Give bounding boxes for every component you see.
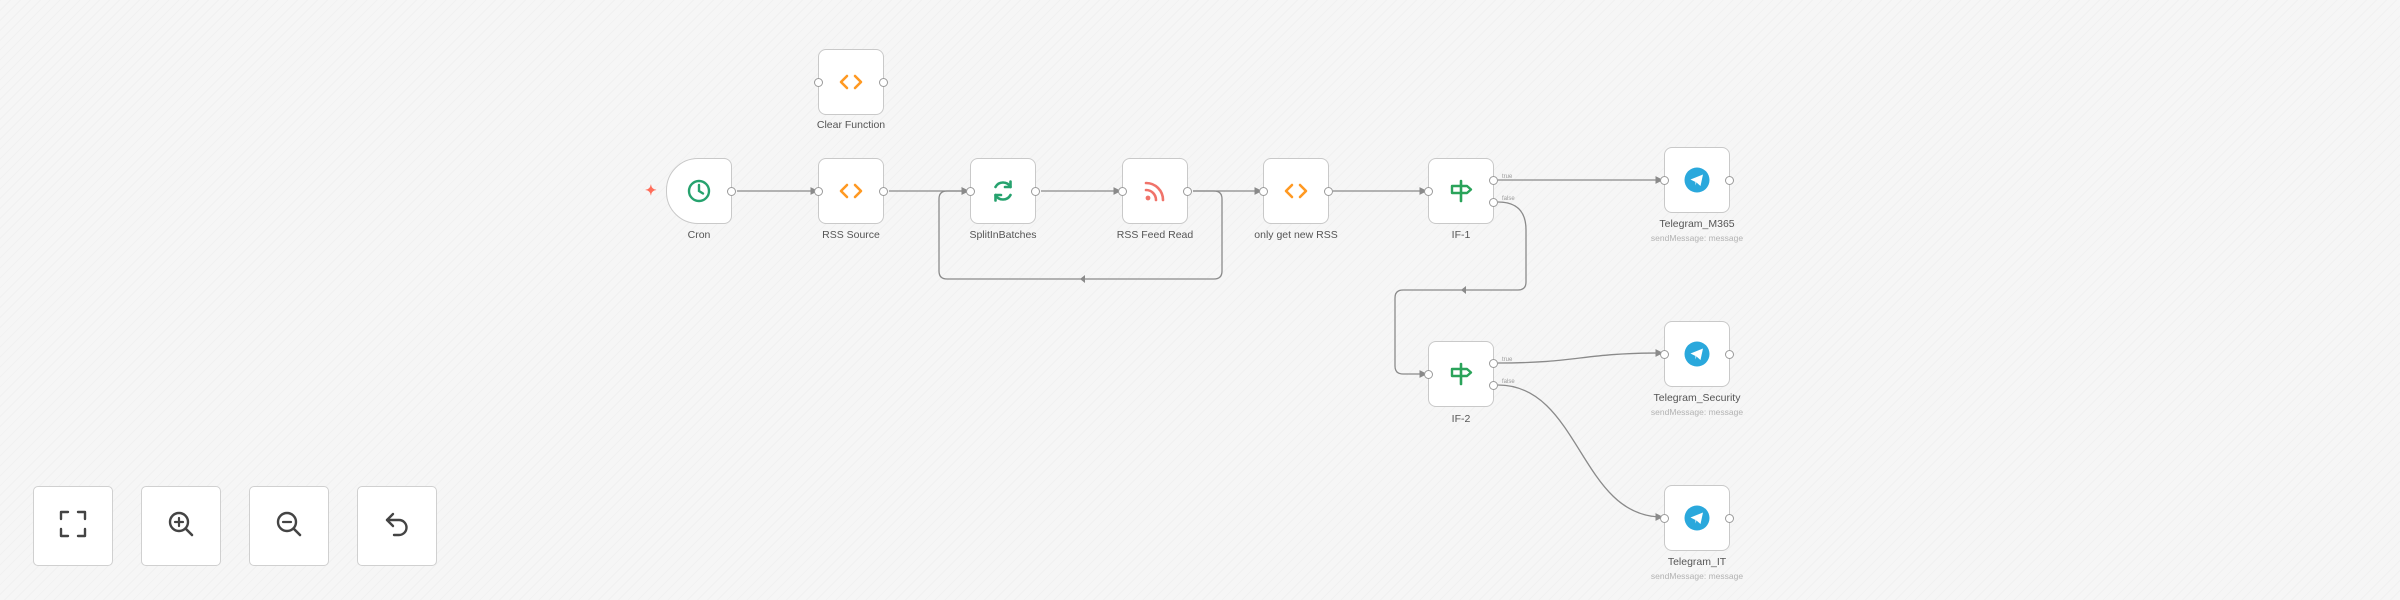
trigger-bolt-icon: ✦	[645, 182, 657, 198]
signpost-icon	[1446, 359, 1476, 389]
port-label-true: true	[1502, 174, 1513, 180]
zoom-in-icon	[166, 509, 196, 544]
node-if-2[interactable]: true false	[1424, 341, 1515, 407]
loop-arrowhead	[1080, 275, 1085, 283]
reset-zoom-button[interactable]	[357, 486, 437, 566]
node-rss-feed-read[interactable]	[1118, 158, 1192, 224]
input-port[interactable]	[1424, 370, 1433, 379]
telegram-icon	[1682, 339, 1712, 369]
zoom-out-icon	[274, 509, 304, 544]
output-port-false[interactable]	[1489, 381, 1498, 390]
output-port[interactable]	[1324, 187, 1333, 196]
node-label-rss-feed-read: RSS Feed Read	[1116, 229, 1194, 241]
output-port[interactable]	[1183, 187, 1192, 196]
clock-icon	[684, 176, 714, 206]
node-label-telegram-it: Telegram_IT	[1667, 556, 1727, 568]
output-port[interactable]	[879, 78, 888, 87]
node-sublabel-telegram-m365: sendMessage: message	[1650, 233, 1744, 243]
code-icon	[1281, 176, 1311, 206]
edge-if2-false-tg-it	[1497, 384, 1664, 521]
node-label-split-in-batches: SplitInBatches	[969, 229, 1037, 241]
output-port[interactable]	[727, 187, 736, 196]
output-port[interactable]	[1725, 176, 1734, 185]
output-port[interactable]	[879, 187, 888, 196]
expand-icon	[58, 509, 88, 544]
edge-if2-true-tg-sec	[1497, 349, 1664, 364]
node-label-only-get-new-rss: only get new RSS	[1254, 229, 1338, 241]
node-if-1[interactable]: true false	[1424, 158, 1515, 224]
input-port[interactable]	[1660, 350, 1669, 359]
input-port[interactable]	[814, 78, 823, 87]
output-port-true[interactable]	[1489, 359, 1498, 368]
node-telegram-security[interactable]	[1660, 321, 1734, 387]
node-label-if-1: IF-1	[1451, 229, 1471, 241]
undo-icon	[382, 509, 412, 544]
telegram-icon	[1682, 165, 1712, 195]
node-label-telegram-m365: Telegram_M365	[1659, 218, 1735, 230]
telegram-icon	[1682, 503, 1712, 533]
input-port[interactable]	[966, 187, 975, 196]
node-only-get-new-rss[interactable]	[1259, 158, 1333, 224]
node-sublabel-telegram-security: sendMessage: message	[1650, 407, 1744, 417]
rss-icon	[1140, 176, 1170, 206]
port-label-false: false	[1502, 379, 1515, 385]
output-port-true[interactable]	[1489, 176, 1498, 185]
input-port[interactable]	[1424, 187, 1433, 196]
sync-icon	[988, 176, 1018, 206]
node-label-if-2: IF-2	[1451, 413, 1471, 425]
code-icon	[836, 67, 866, 97]
node-label-cron: Cron	[687, 229, 711, 241]
port-label-false: false	[1502, 196, 1515, 202]
output-port[interactable]	[1725, 514, 1734, 523]
node-clear-function[interactable]	[814, 49, 888, 115]
node-rss-source[interactable]	[814, 158, 888, 224]
node-telegram-m365[interactable]	[1660, 147, 1734, 213]
port-label-true: true	[1502, 357, 1513, 363]
if1-false-arrowhead	[1461, 286, 1466, 294]
node-telegram-it[interactable]	[1660, 485, 1734, 551]
node-cron[interactable]	[666, 158, 736, 224]
zoom-in-button[interactable]	[141, 486, 221, 566]
code-icon	[836, 176, 866, 206]
output-port-false[interactable]	[1489, 198, 1498, 207]
node-label-rss-source: RSS Source	[822, 229, 880, 241]
output-port[interactable]	[1031, 187, 1040, 196]
node-split-in-batches[interactable]	[966, 158, 1040, 224]
node-label-clear-function: Clear Function	[816, 119, 886, 131]
output-port[interactable]	[1725, 350, 1734, 359]
node-sublabel-telegram-it: sendMessage: message	[1650, 571, 1744, 581]
node-label-telegram-security: Telegram_Security	[1653, 392, 1741, 404]
input-port[interactable]	[1259, 187, 1268, 196]
zoom-out-button[interactable]	[249, 486, 329, 566]
input-port[interactable]	[1660, 514, 1669, 523]
input-port[interactable]	[1118, 187, 1127, 196]
input-port[interactable]	[814, 187, 823, 196]
input-port[interactable]	[1660, 176, 1669, 185]
signpost-icon	[1446, 176, 1476, 206]
fit-view-button[interactable]	[33, 486, 113, 566]
